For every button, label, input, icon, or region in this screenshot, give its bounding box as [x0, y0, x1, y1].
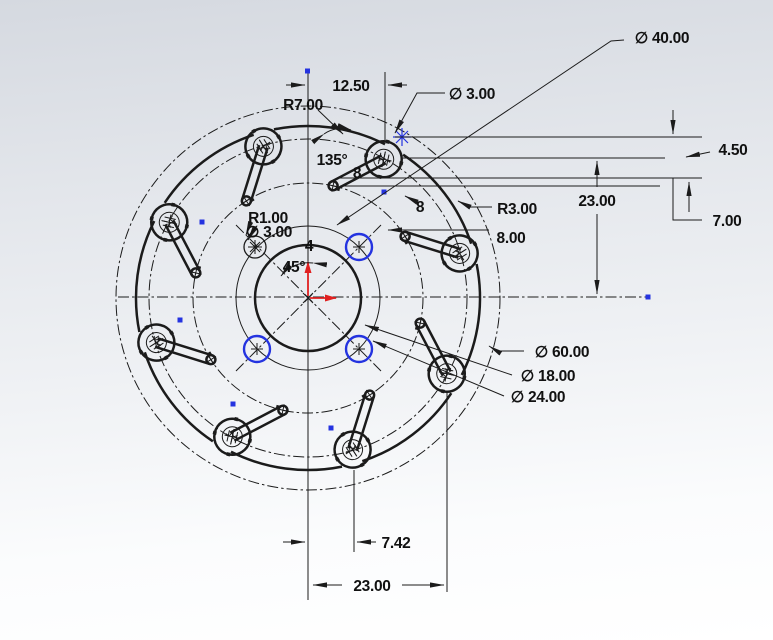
sketch-origin[interactable] [304, 261, 337, 302]
dim-dia40[interactable]: ∅ 40.00 [635, 30, 690, 47]
selected-point[interactable] [242, 334, 272, 364]
slot-8[interactable] [378, 199, 534, 377]
slot-2[interactable] [229, 368, 407, 524]
dim-135deg[interactable]: 135° [317, 152, 348, 169]
dim-dia24[interactable]: ∅ 24.00 [511, 389, 566, 406]
dim-4[interactable]: 4 [305, 238, 314, 255]
extension-lines [340, 72, 702, 592]
dim-8b[interactable]: 8 [416, 199, 425, 216]
center-bore[interactable] [253, 243, 363, 353]
dimension-texts: ∅ 40.00 ∅ 3.00 12.50 R7.00 135° 8 8 R3.0… [246, 30, 748, 595]
blue-sketch-points[interactable] [177, 68, 651, 431]
dim-dia60[interactable]: ∅ 60.00 [535, 344, 590, 361]
selected-point[interactable] [344, 334, 374, 364]
dim-dia18[interactable]: ∅ 18.00 [521, 368, 576, 385]
selected-point[interactable] [344, 232, 374, 262]
dim-8-00[interactable]: 8.00 [497, 230, 526, 247]
slot-4[interactable] [82, 219, 238, 397]
dim-23-00-bottom[interactable]: 23.00 [353, 578, 391, 595]
dim-7-00[interactable]: 7.00 [713, 213, 742, 230]
dim-8a[interactable]: 8 [353, 165, 362, 182]
dim-dia3-left[interactable]: ∅ 3.00 [246, 224, 292, 241]
construction-geometry[interactable] [115, 71, 648, 600]
dim-r3-00[interactable]: R3.00 [497, 201, 537, 218]
dim-7-42[interactable]: 7.42 [382, 535, 411, 552]
dim-45deg[interactable]: 45° [283, 259, 306, 276]
dim-r7-00[interactable]: R7.00 [283, 97, 323, 114]
dim-12-50[interactable]: 12.50 [332, 78, 370, 95]
dim-r1-00[interactable]: R1.00 [248, 210, 288, 227]
dim-dia3-top[interactable]: ∅ 3.00 [449, 86, 495, 103]
dimension-graphics [245, 39, 711, 588]
dim-4-50[interactable]: 4.50 [719, 142, 748, 159]
dim-23-00-right[interactable]: 23.00 [578, 193, 616, 210]
